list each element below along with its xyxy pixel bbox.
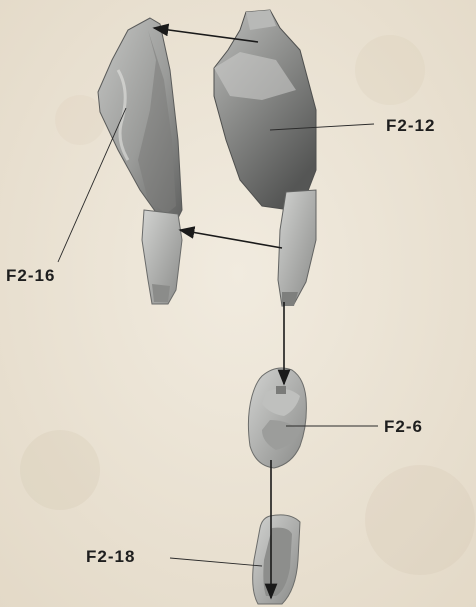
label-f2-6: F2-6 [384, 417, 423, 436]
label-f2-16: F2-16 [6, 266, 55, 285]
label-f2-18: F2-18 [86, 547, 135, 566]
label-f2-12: F2-12 [386, 116, 435, 135]
